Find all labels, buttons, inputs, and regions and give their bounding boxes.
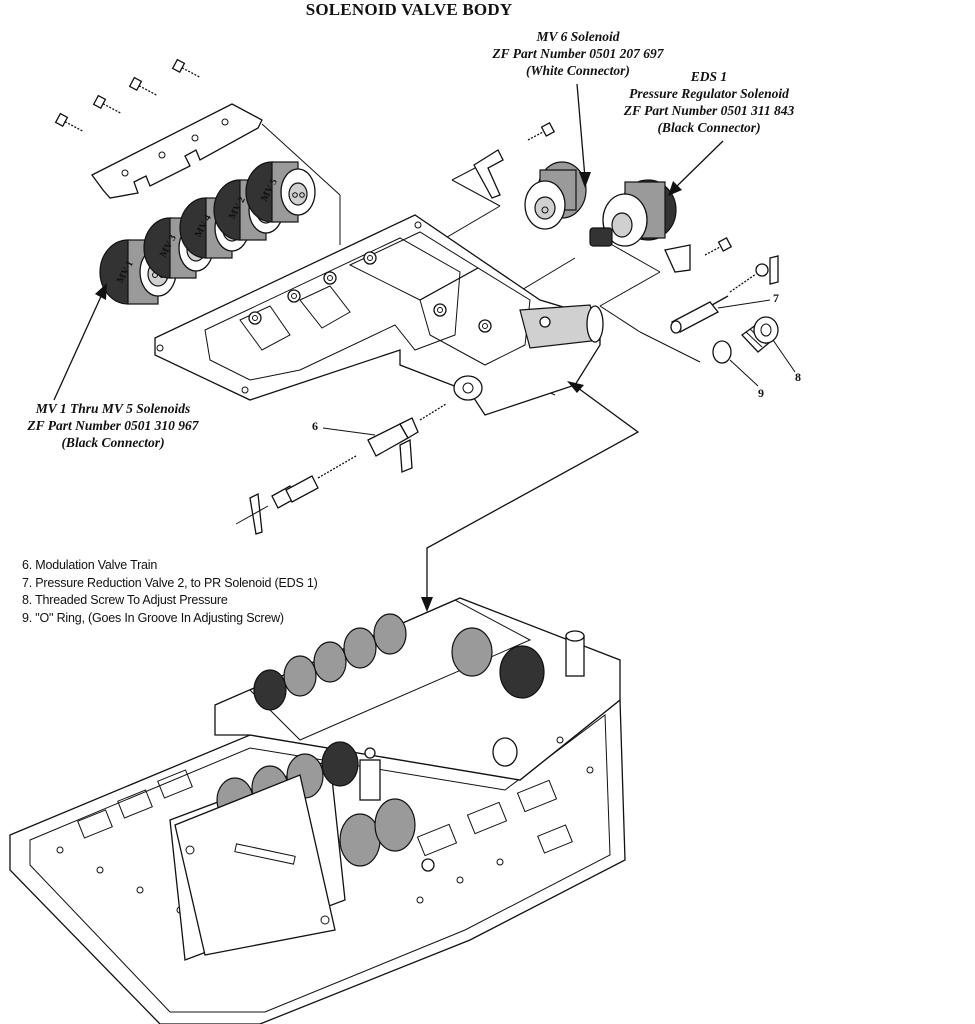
solenoid-retaining-bracket	[91, 103, 263, 199]
modulation-valve-train	[235, 403, 447, 535]
eds1-pressure-regulator-solenoid	[589, 179, 691, 273]
diagram-title: SOLENOID VALVE BODY	[305, 0, 513, 19]
mv1-to-mv5-callout: MV 1 Thru MV 5 Solenoids ZF Part Number …	[0, 400, 226, 451]
part-number-8: 8	[795, 370, 801, 384]
threaded-adjusting-screw-part-8	[741, 316, 779, 353]
o-ring-part-9	[712, 340, 732, 364]
part-number-9: 9	[758, 386, 764, 400]
eds1-callout-line-2: Pressure Regulator Solenoid	[629, 86, 789, 101]
mv6-callout-line-3: (White Connector)	[526, 63, 630, 78]
parts-legend: 6. Modulation Valve Train 7. Pressure Re…	[22, 557, 318, 627]
mv6-solenoid	[473, 149, 587, 230]
mv1-to-mv5-callout-line-2: ZF Part Number 0501 310 967	[27, 418, 199, 433]
legend-item-9: 9. "O" Ring, (Goes In Groove In Adjustin…	[22, 610, 284, 625]
eds1-mounting-screw	[704, 237, 733, 256]
eds1-callout-line-1: EDS 1	[690, 69, 728, 84]
eds1-callout-line-3: ZF Part Number 0501 311 843	[623, 103, 795, 118]
eds1-callout: EDS 1 Pressure Regulator Solenoid ZF Par…	[585, 68, 833, 136]
pressure-reduction-valve-train	[670, 255, 779, 334]
part-number-6: 6	[312, 419, 318, 433]
mv1-to-mv5-callout-line-3: (Black Connector)	[61, 435, 165, 450]
legend-item-8: 8. Threaded Screw To Adjust Pressure	[22, 593, 228, 607]
mv6-callout-line-1: MV 6 Solenoid	[536, 29, 620, 44]
mv6-callout: MV 6 Solenoid ZF Part Number 0501 207 69…	[418, 28, 738, 79]
mv1-to-mv5-solenoids: MV 1 MV 3 MV 4 MV 2 MV 5	[99, 161, 316, 305]
mounting-screws	[54, 58, 201, 132]
mv6-mounting-screw	[527, 122, 556, 141]
assembled-valve-body	[9, 597, 626, 1024]
part-number-7: 7	[773, 291, 779, 305]
legend-item-6: 6. Modulation Valve Train	[22, 558, 158, 572]
eds1-callout-line-4: (Black Connector)	[657, 120, 761, 135]
mv1-to-mv5-callout-line-1: MV 1 Thru MV 5 Solenoids	[35, 401, 191, 416]
upper-valve-body-casting	[154, 214, 604, 416]
leader-lines	[53, 83, 796, 612]
mv6-callout-line-2: ZF Part Number 0501 207 697	[492, 46, 664, 61]
legend-item-7: 7. Pressure Reduction Valve 2, to PR Sol…	[22, 575, 318, 590]
